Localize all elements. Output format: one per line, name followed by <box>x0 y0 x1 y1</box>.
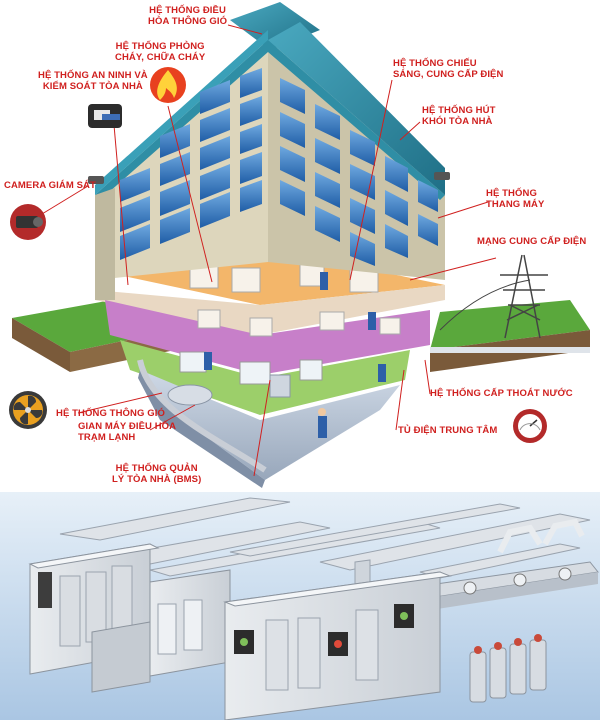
camera-icon <box>10 204 46 240</box>
label-water: HỆ THỐNG CẤP THOÁT NƯỚC <box>430 388 573 399</box>
label-lighting: HỆ THỐNG CHIẾU SÁNG, CUNG CẤP ĐIỆN <box>393 58 504 80</box>
label-camera: CAMERA GIÁM SÁT <box>4 180 96 191</box>
fire-icon <box>150 67 186 103</box>
cutaway-floors <box>95 255 445 488</box>
label-ventilation: HỆ THỐNG THÔNG GIÓ <box>56 408 165 419</box>
main-switchboard <box>223 571 452 720</box>
label-security: HỆ THỐNG AN NINH VÀ KIỂM SOÁT TÒA NHÀ <box>38 70 148 92</box>
building-illustration <box>9 2 590 488</box>
leader-lines <box>41 24 497 477</box>
switchgear-illustration <box>0 492 600 720</box>
building-systems-diagram: HỆ THỐNG ĐIỀU HÒA THÔNG GIÓ HỆ THỐNG PHÒ… <box>4 2 590 488</box>
label-chiller: GIAN MÁY ĐIỀU HÒA TRẠM LẠNH <box>78 421 177 443</box>
security-card-icon <box>88 104 122 128</box>
label-smoke: HỆ THỐNG HÚT KHÓI TÒA NHÀ <box>422 105 496 127</box>
label-hvac: HỆ THỐNG ĐIỀU HÒA THÔNG GIÓ <box>148 5 228 27</box>
electrical-distribution-illustration <box>0 492 600 720</box>
label-bms: HỆ THỐNG QUẢN LÝ TÒA NHÀ (BMS) <box>112 463 202 485</box>
power-tower-icon <box>500 254 548 339</box>
label-power-grid: MẠNG CUNG CẤP ĐIỆN <box>477 236 587 247</box>
label-fire: HỆ THỐNG PHÒNG CHÁY, CHỮA CHÁY <box>115 41 206 63</box>
switchgear-row-left <box>28 543 231 693</box>
capacitor-bank <box>469 634 547 703</box>
label-elevator: HỆ THỐNG THANG MÁY <box>486 188 545 210</box>
fan-icon <box>9 391 47 429</box>
gauge-icon <box>513 409 547 443</box>
label-switchboard: TỦ ĐIỆN TRUNG TÂM <box>398 425 498 436</box>
